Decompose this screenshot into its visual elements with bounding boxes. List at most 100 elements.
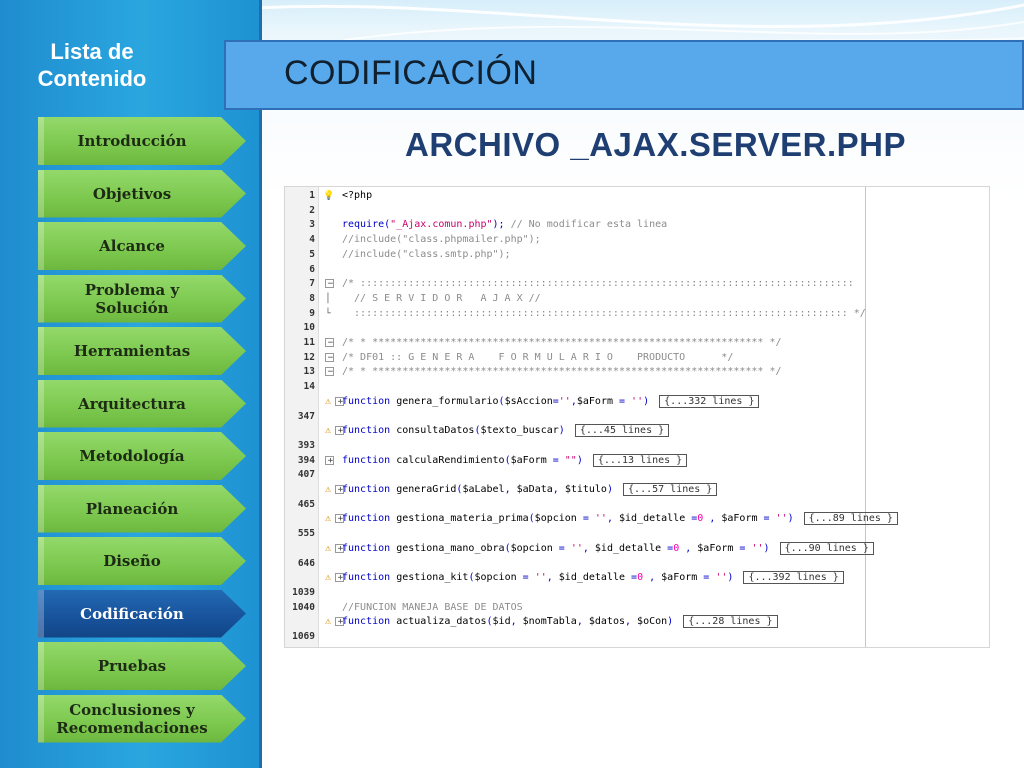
code-token: gestiona_kit — [396, 572, 469, 584]
line-number: 9 — [309, 307, 315, 319]
folded-region-badge[interactable]: {...13 lines } — [592, 453, 688, 467]
sidebar-item-1[interactable]: Introducción — [38, 117, 246, 165]
slide-subtitle: ARCHIVO _AJAX.SERVER.PHP — [405, 126, 907, 163]
folded-region-badge[interactable]: {...28 lines } — [683, 615, 778, 629]
collapse-icon[interactable] — [325, 351, 335, 365]
code-text: //FUNCION MANEJA BASE DE DATOS — [342, 601, 523, 616]
code-token: ( — [504, 542, 511, 554]
code-text: /* DF01 :: G E N E R A F O R M U L A R I… — [342, 351, 733, 366]
line-number: 6 — [309, 263, 315, 275]
sidebar-title: Lista de Contenido — [37, 39, 147, 91]
code-text: // S E R V I D O R A J A X // — [342, 292, 541, 307]
code-token: , — [576, 616, 589, 628]
sidebar-item-label: Alcance — [99, 237, 165, 255]
sidebar-item-6[interactable]: Arquitectura — [38, 379, 246, 428]
code-token: ) — [727, 572, 734, 584]
folded-region-badge[interactable]: {...89 lines } — [803, 512, 898, 526]
code-token: ); — [492, 219, 511, 231]
code-token: function — [342, 542, 397, 554]
line-number: 14 — [303, 381, 315, 393]
code-token: //include("class.smtp.php"); — [342, 248, 511, 260]
code-line: 1069 — [285, 630, 989, 645]
sidebar-item-label: Introducción — [77, 132, 187, 150]
collapse-icon[interactable] — [325, 277, 335, 292]
sidebar-item-8[interactable]: Planeación — [38, 484, 246, 533]
code-token: /* DF01 :: G E N E R A F O R M U L A R I… — [342, 351, 734, 363]
sidebar-item-label: Herramientas — [73, 342, 191, 360]
line-number-gutter — [285, 187, 319, 647]
code-line: ⚠function gestiona_kit($opcion = '', $id… — [285, 571, 989, 586]
line-number: 1069 — [292, 631, 315, 642]
expand-icon[interactable] — [335, 483, 345, 498]
code-token: $id — [492, 616, 511, 628]
code-token: //include("class.phpmailer.php"); — [342, 234, 541, 246]
code-token: function — [342, 425, 397, 437]
collapse-icon[interactable] — [325, 365, 335, 380]
code-text: function gestiona_materia_prima($opcion … — [342, 512, 898, 527]
code-token: 0 — [637, 572, 644, 584]
code-token: '' — [594, 513, 607, 525]
code-token: '' — [631, 395, 644, 407]
sidebar-item-label: Objetivos — [92, 184, 172, 203]
code-token: = — [661, 542, 674, 554]
code-line: 12/* DF01 :: G E N E R A F O R M U L A R… — [285, 351, 989, 366]
expand-icon[interactable] — [325, 454, 335, 468]
code-line: 6 — [285, 263, 989, 278]
sidebar-item-3[interactable]: Alcance — [38, 222, 246, 270]
code-token: $aForm — [697, 542, 734, 554]
code-line: ⚠function generaGrid($aLabel, $aData, $t… — [285, 483, 989, 498]
sidebar-item-9[interactable]: Diseño — [38, 537, 246, 585]
sidebar-item-label: Conclusiones y Recomendaciones — [56, 700, 208, 737]
folded-region-badge[interactable]: {...45 lines } — [574, 424, 670, 438]
expand-icon[interactable] — [335, 512, 345, 527]
code-token: = — [697, 572, 716, 584]
code-token: = — [612, 395, 632, 407]
lightbulb-icon: 💡 — [323, 191, 335, 201]
warning-icon: ⚠ — [324, 395, 332, 407]
sidebar-item-2[interactable]: Objetivos — [38, 169, 246, 218]
line-number: 2 — [309, 204, 315, 216]
code-token: = — [546, 454, 565, 466]
code-token: // No modificar esta linea — [510, 219, 668, 231]
code-line: 555 — [285, 527, 989, 542]
warning-icon: ⚠ — [324, 484, 332, 495]
code-token: = — [552, 395, 559, 407]
code-token: $datos — [588, 616, 625, 628]
sidebar-item-12[interactable]: Conclusiones y Recomendaciones — [38, 694, 246, 743]
collapse-icon[interactable] — [325, 336, 335, 351]
folded-region-badge[interactable]: {...90 lines } — [779, 541, 874, 555]
code-line: 10 — [285, 321, 989, 336]
expand-icon[interactable] — [335, 542, 345, 556]
code-token: "_Ajax.comun.php" — [390, 219, 493, 231]
sidebar-item-4[interactable]: Problema y Solución — [38, 274, 246, 323]
code-token: = — [516, 572, 535, 584]
sidebar-item-10[interactable]: Codificación — [38, 589, 246, 638]
expand-icon[interactable] — [335, 571, 345, 586]
sidebar-item-11[interactable]: Pruebas — [38, 642, 246, 690]
code-token: function — [342, 616, 397, 628]
folded-region-badge[interactable]: {...332 lines } — [659, 394, 760, 408]
code-line: 393 — [285, 439, 989, 454]
code-token: ) — [763, 542, 770, 554]
fold-guide-icon: │ — [325, 293, 331, 304]
sidebar-item-7[interactable]: Metodología — [38, 432, 246, 480]
folded-region-badge[interactable]: {...392 lines } — [743, 571, 844, 585]
folded-region-badge[interactable]: {...57 lines } — [623, 483, 718, 496]
code-token: function — [342, 572, 397, 584]
code-token: ( — [474, 425, 481, 437]
line-number: 7 — [309, 278, 315, 290]
code-line: 1040//FUNCION MANEJA BASE DE DATOS — [285, 601, 989, 616]
expand-icon[interactable] — [335, 615, 345, 630]
sidebar-item-5[interactable]: Herramientas — [38, 327, 246, 375]
code-token: $aLabel — [462, 484, 505, 495]
code-token: ) — [643, 395, 650, 407]
code-token: ) — [558, 425, 565, 437]
code-line: 1💡<?php — [285, 189, 989, 204]
code-token: genera_formulario — [396, 395, 499, 407]
code-token: $aForm — [510, 454, 547, 466]
code-text: function gestiona_mano_obra($opcion = ''… — [342, 541, 874, 557]
expand-icon[interactable] — [335, 395, 345, 409]
code-token: , — [570, 395, 577, 407]
sidebar-item-label: Codificación — [80, 604, 184, 623]
expand-icon[interactable] — [335, 424, 345, 439]
